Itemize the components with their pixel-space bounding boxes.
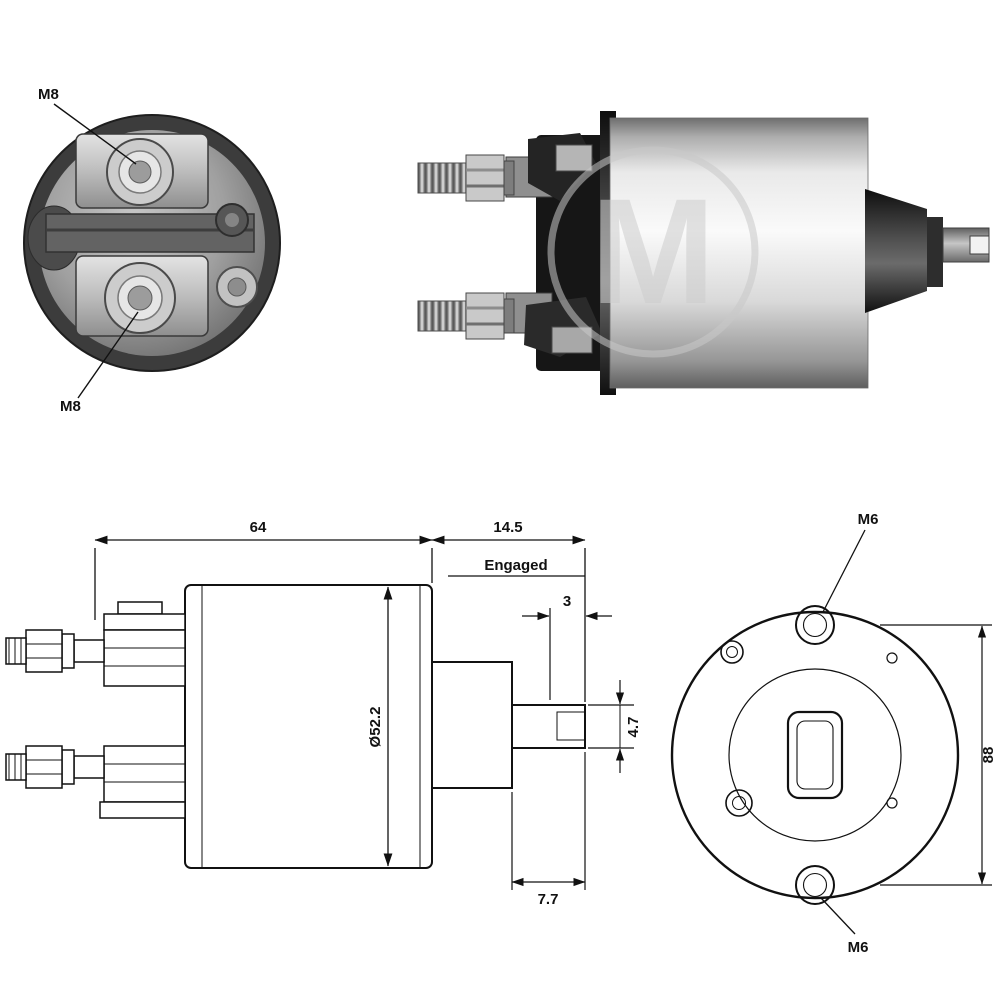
dim-64: 64	[250, 519, 267, 536]
dim-3: 3	[563, 593, 571, 610]
terminal-stud-bottom	[104, 262, 176, 334]
dim-diameter: Ø52.2	[367, 707, 384, 748]
small-stud-dark-center	[225, 213, 239, 227]
solenoid-body-outline	[184, 584, 586, 869]
m6-label-top: M6	[858, 511, 879, 528]
dim-7-7: 7.7	[538, 891, 559, 908]
dim-3-lines	[522, 608, 612, 700]
rear-view-photo: M8 M8	[23, 86, 281, 415]
mark-lower-right	[886, 797, 898, 809]
center-window-outer	[786, 710, 844, 800]
boss-circle	[728, 668, 902, 842]
m8-leader-lines	[53, 103, 139, 399]
dim-7-7-lines	[511, 752, 586, 890]
small-hole-lower-left	[725, 789, 753, 817]
dim-64-lines	[94, 535, 433, 620]
small-stud-light-center	[227, 277, 247, 297]
dim-4-7-lines	[588, 680, 634, 773]
small-hole-upper-left	[720, 640, 744, 664]
m6-hole-bottom	[795, 865, 835, 905]
zm-watermark: M	[547, 146, 759, 358]
m8-label-top: M8	[38, 86, 59, 103]
m6-hole-top	[795, 605, 835, 645]
m6-leader-lines	[820, 529, 866, 935]
battery-stud-bottom	[417, 292, 515, 340]
mounting-face-circle	[670, 610, 960, 900]
terminal-stud-top-sideview	[5, 601, 186, 687]
front-view-drawing: M6 M6 88	[670, 511, 997, 956]
terminal-hardware-bottom	[505, 292, 602, 357]
dim-14-5-lines	[431, 535, 586, 702]
m8-label-bottom: M8	[60, 398, 81, 415]
battery-stud-top	[417, 154, 515, 202]
dim-88-lines	[880, 624, 992, 886]
side-view-drawing: 64 14.5 Engaged 3 Ø52.2 4.7	[5, 519, 642, 908]
center-window-inner	[796, 720, 834, 790]
terminal-stud-top	[106, 138, 174, 206]
m6-label-bottom: M6	[848, 939, 869, 956]
dim-4-7: 4.7	[625, 717, 642, 738]
zm-watermark-circle	[547, 146, 759, 358]
zm-watermark-letter: M	[591, 167, 716, 335]
plunger-fork	[942, 227, 990, 263]
engaged-label: Engaged	[484, 557, 547, 574]
solenoid-photo: M	[417, 111, 990, 395]
end-cap-cone	[865, 189, 927, 313]
dim-88: 88	[980, 747, 997, 764]
dim-14-5: 14.5	[493, 519, 522, 536]
end-cap-neck	[927, 217, 943, 287]
terminal-stud-bottom-sideview	[5, 745, 186, 819]
mounting-face-outline	[670, 605, 960, 905]
mark-upper-right	[886, 652, 898, 664]
